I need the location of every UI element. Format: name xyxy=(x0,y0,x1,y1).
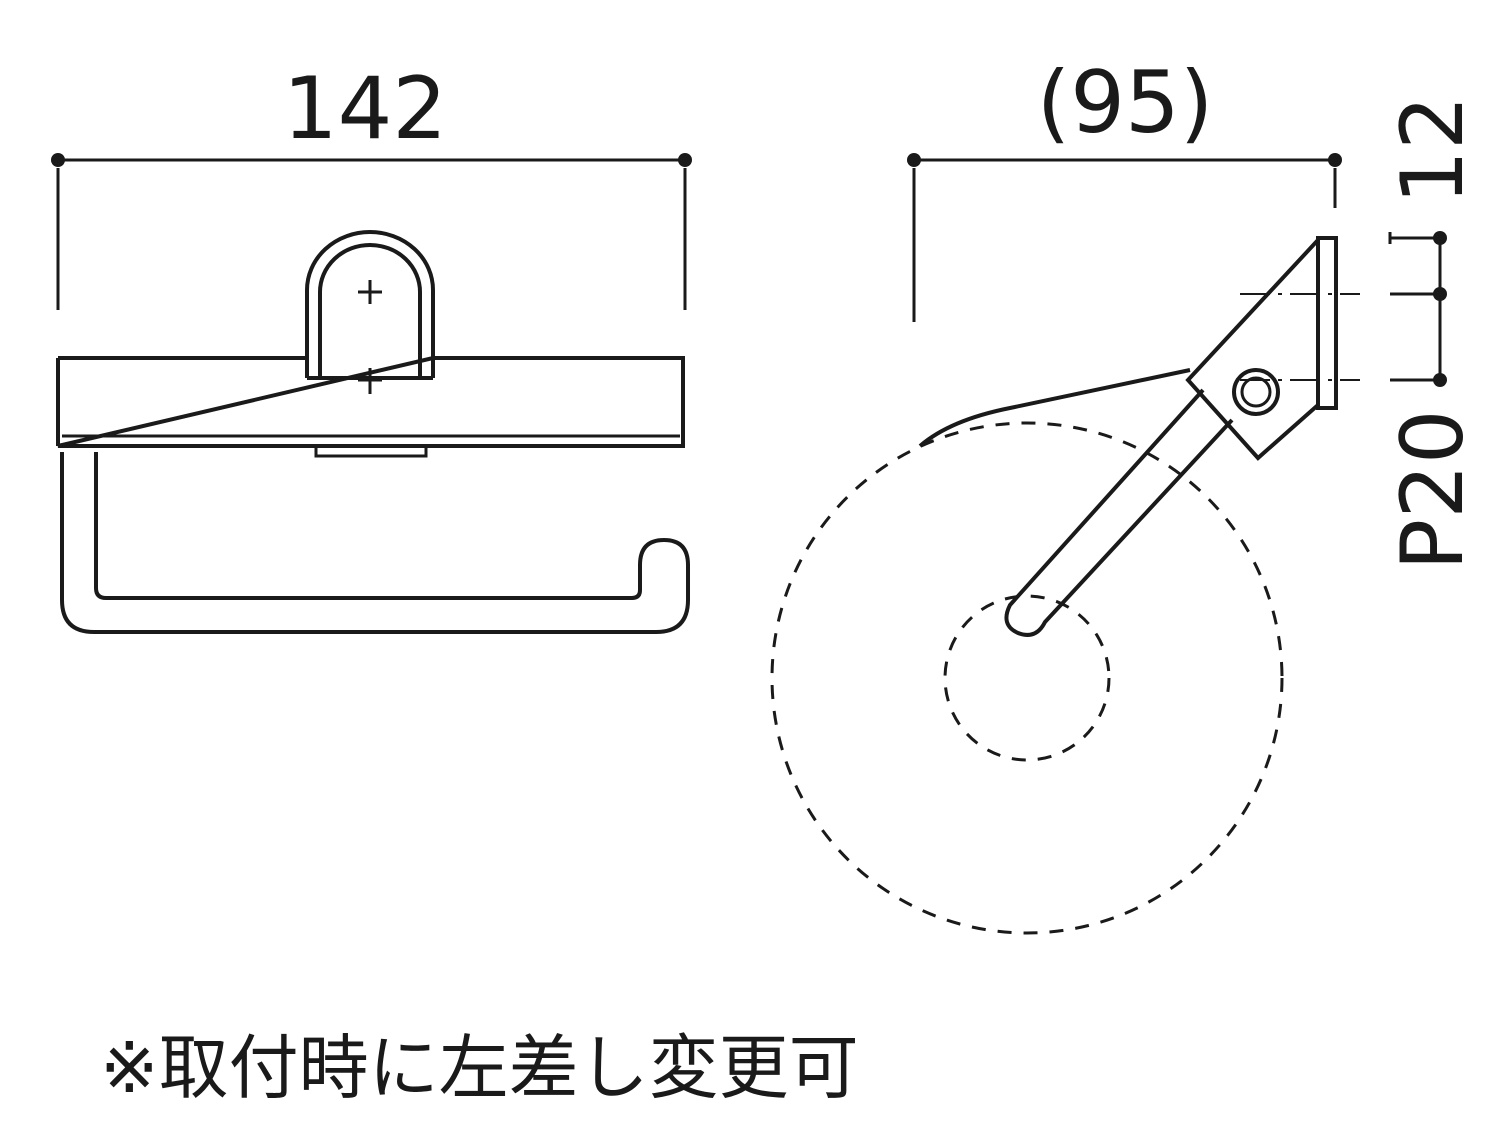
shelf-body xyxy=(56,356,685,458)
top-offset-dimension-label: 12 xyxy=(1383,95,1483,204)
paper-roll-core xyxy=(943,594,1111,762)
depth-dimension-label: (95) xyxy=(1037,53,1214,153)
paper-roll-outer xyxy=(770,421,1284,935)
width-dimension xyxy=(51,153,692,310)
screw-mark-upper xyxy=(358,280,382,304)
mounting-bracket xyxy=(305,230,435,380)
holder-rod xyxy=(60,452,690,634)
front-view: 142 xyxy=(51,59,692,634)
pitch-dimension-label: P20 xyxy=(1383,409,1483,570)
arm-rod xyxy=(1004,388,1234,637)
side-view: (95) xyxy=(770,53,1483,935)
wall-plate xyxy=(1316,236,1338,410)
lid-line xyxy=(918,368,1191,448)
pivot-circle xyxy=(1232,368,1280,416)
center-lines xyxy=(1240,293,1360,381)
depth-dimension xyxy=(907,153,1342,322)
pitch-dimension xyxy=(1388,231,1447,387)
side-bracket xyxy=(1185,238,1320,461)
installation-note: ※取付時に左差し変更可 xyxy=(100,1027,859,1109)
width-dimension-label: 142 xyxy=(283,59,447,159)
